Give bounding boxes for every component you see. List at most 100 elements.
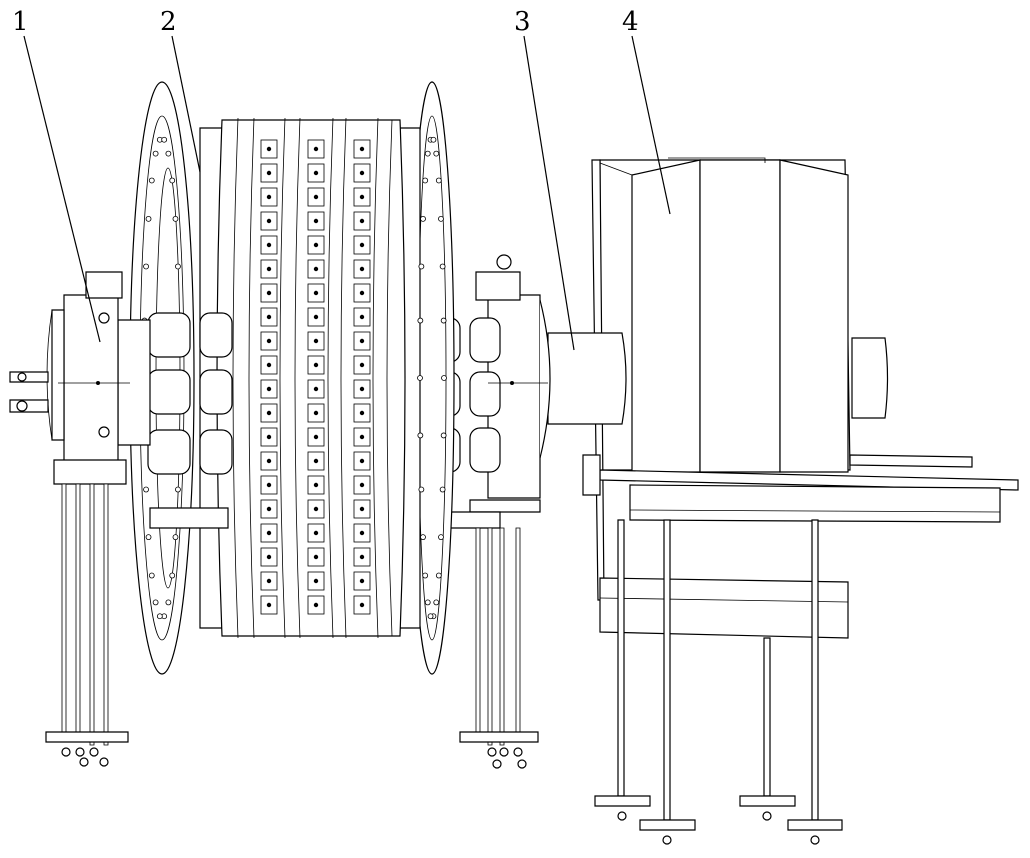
flange-bolt xyxy=(143,486,149,493)
tool-block-bolt xyxy=(266,458,272,464)
flange-bolt xyxy=(422,572,429,579)
flange-bolt xyxy=(148,572,155,579)
tool-block-grid xyxy=(260,139,371,615)
flange-bolt xyxy=(417,317,424,324)
tool-block-bolt xyxy=(266,170,272,176)
flange-bolt xyxy=(435,177,442,184)
flange-bolt xyxy=(165,599,172,606)
flange-bolt xyxy=(172,215,179,222)
flange-bolt xyxy=(422,177,429,184)
flange-bolt xyxy=(156,613,163,620)
tool-block-bolt xyxy=(266,554,272,560)
tool-block-bolt xyxy=(313,458,319,464)
flange-bolt xyxy=(420,534,426,541)
tool-block-bolt xyxy=(359,194,365,200)
flange-bolt xyxy=(427,613,434,620)
flange-bolt xyxy=(172,534,179,541)
tool-block-bolt xyxy=(359,602,365,608)
flange-bolt xyxy=(439,263,446,270)
tool-block-bolt xyxy=(313,146,319,152)
tool-block-bolt xyxy=(313,242,319,248)
flange-bolt xyxy=(438,534,444,541)
tool-block-bolt xyxy=(266,434,272,440)
tool-block-bolt xyxy=(359,578,365,584)
tool-block-bolt xyxy=(266,314,272,320)
flange-bolt xyxy=(175,263,181,270)
tool-block-bolt xyxy=(313,386,319,392)
tool-block-bolt xyxy=(359,554,365,560)
tool-block-bolt xyxy=(313,194,319,200)
tool-block-bolt xyxy=(313,218,319,224)
tool-block-bolt xyxy=(313,482,319,488)
flange-bolt xyxy=(417,375,423,381)
tool-block-bolt xyxy=(266,146,272,152)
tool-block-bolt xyxy=(359,362,365,368)
flange-bolt xyxy=(424,599,431,606)
tool-block-bolt xyxy=(359,482,365,488)
flange-bolt xyxy=(440,432,447,439)
tool-block-bolt xyxy=(266,218,272,224)
tool-block-bolt xyxy=(266,242,272,248)
flange-bolt xyxy=(438,215,444,222)
tool-block-bolt xyxy=(266,290,272,296)
flange-bolt xyxy=(145,534,152,541)
tool-block-bolt xyxy=(266,602,272,608)
flange-bolt xyxy=(169,177,176,184)
flange-bolt xyxy=(148,177,155,184)
tool-block-bolt xyxy=(359,410,365,416)
flange-bolt xyxy=(441,375,447,381)
tool-block-bolt xyxy=(266,530,272,536)
tool-block-bolt xyxy=(313,530,319,536)
flange-bolt xyxy=(417,432,424,439)
coupling-shaft-part-3 xyxy=(543,332,627,425)
callout-3: 3 xyxy=(514,7,531,37)
tool-block-bolt xyxy=(313,362,319,368)
tool-block-bolt xyxy=(266,506,272,512)
flange-bolt xyxy=(418,263,425,270)
flange-bolt xyxy=(440,317,447,324)
tool-block-bolt xyxy=(359,170,365,176)
callout-2: 2 xyxy=(160,7,177,37)
leader-4 xyxy=(631,35,671,215)
tool-block-bolt xyxy=(313,554,319,560)
flange-bolt xyxy=(165,150,172,157)
bearing-head-part-1 xyxy=(9,271,233,767)
flange-bolt xyxy=(145,215,152,222)
tool-block-bolt xyxy=(359,242,365,248)
flange-bolt xyxy=(169,572,176,579)
flange-bolt xyxy=(175,486,181,493)
tool-block-bolt xyxy=(313,578,319,584)
tool-block-bolt xyxy=(359,314,365,320)
tool-block-bolt xyxy=(313,506,319,512)
tool-block-bolt xyxy=(313,314,319,320)
tool-block-bolt xyxy=(313,266,319,272)
flange-bolt xyxy=(424,150,431,157)
flange-bolt xyxy=(433,599,440,606)
tool-block-bolt xyxy=(266,266,272,272)
leader-3 xyxy=(523,35,575,351)
tool-block-bolt xyxy=(266,386,272,392)
flange-bolt xyxy=(433,150,440,157)
tool-block-bolt xyxy=(359,458,365,464)
tool-block-bolt xyxy=(313,410,319,416)
tool-block-bolt xyxy=(359,266,365,272)
tool-block-bolt xyxy=(359,146,365,152)
flange-bolt xyxy=(143,263,149,270)
callout-leaders xyxy=(23,35,671,351)
flange-bolt xyxy=(439,486,446,493)
flange-bolt xyxy=(430,136,437,143)
tool-block-bolt xyxy=(266,410,272,416)
tool-block-bolt xyxy=(313,290,319,296)
leader-2 xyxy=(171,35,201,173)
flange-bolt xyxy=(435,572,442,579)
flange-bolt xyxy=(161,136,168,143)
flange-bolt xyxy=(418,486,425,493)
tool-block-bolt xyxy=(313,434,319,440)
flange-bolt xyxy=(152,599,159,606)
tool-block-bolt xyxy=(313,338,319,344)
tool-block-bolt xyxy=(266,338,272,344)
flange-bolt xyxy=(152,150,159,157)
flange-bolt xyxy=(420,215,426,222)
tool-block-bolt xyxy=(359,338,365,344)
